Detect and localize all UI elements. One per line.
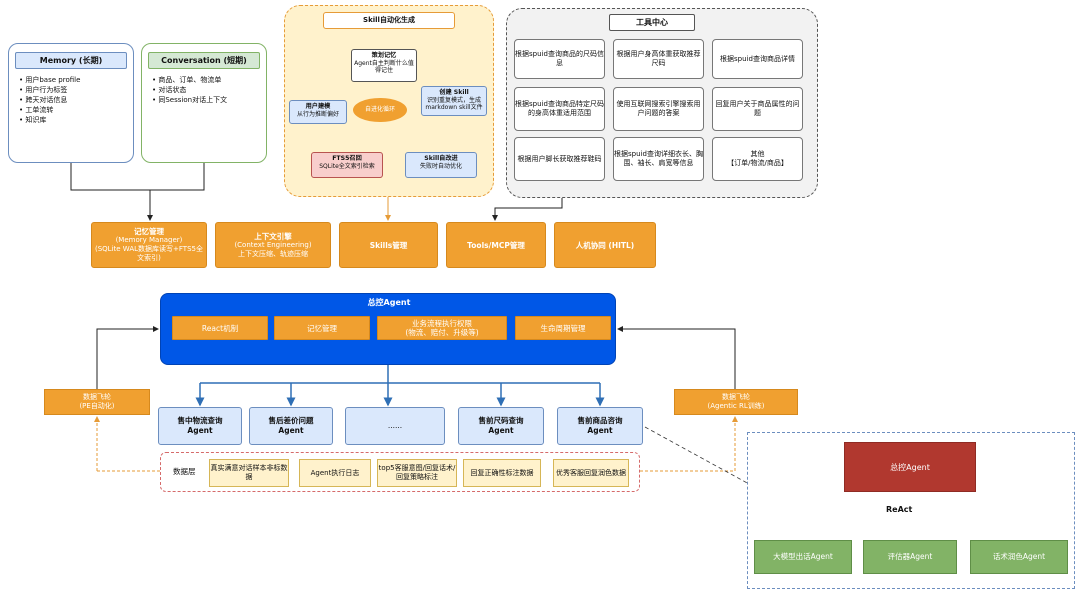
data-cell: 优秀客服回复润色数据 [553,459,629,487]
conversation-list: 商品、订单、物流单 对话状态 同Session对话上下文 [152,75,227,105]
tools-mcp-module: Tools/MCP管理 [446,222,546,268]
user-modeling-title: 用户建模 [305,103,331,110]
master-agent-panel: 总控Agent React机制 记忆管理 业务流程执行权限 (物流、赔付、升级等… [160,293,616,365]
list-item: 用户行为标签 [19,85,80,95]
master-capability: React机制 [172,316,268,340]
tool-cell: 根据spuid查询商品特定尺码的身高体重适用范围 [514,87,605,131]
tool-cell: 回复用户关于商品属性的问题 [712,87,803,131]
skills-management-module: Skills管理 [339,222,438,268]
skill-improve-desc: 失败时自动优化 [419,162,462,170]
tool-center-title: 工具中心 [609,14,695,31]
hitl-label: 人机协同 (HITL) [575,240,635,250]
data-cell: Agent执行日志 [299,459,371,487]
context-engine-module: 上下文引擎 (Context Engineering) 上下文压缩、轨迹压缩 [215,222,331,268]
react-master-agent: 总控Agent [844,442,976,492]
memory-title: Memory (长期) [15,52,127,69]
context-engine-desc: 上下文压缩、轨迹压缩 [238,249,308,258]
list-item: 用户base profile [19,75,80,85]
react-detail-panel: 总控Agent ReAct 大模型出话Agent 评估器Agent 话术润色Ag… [747,432,1075,589]
list-item: 知识库 [19,115,80,125]
conversation-short-term-panel: Conversation (短期) 商品、订单、物流单 对话状态 同Sessio… [141,43,267,163]
conversation-title: Conversation (短期) [148,52,260,69]
hitl-module: 人机协同 (HITL) [554,222,656,268]
tool-center-panel: 工具中心 根据spuid查询商品的尺码信息 根据用户身高体重获取推荐尺码 根据s… [506,8,818,198]
skill-improve-node: Skill自改进 失败时自动优化 [405,152,477,178]
memory-long-term-panel: Memory (长期) 用户base profile 用户行为标签 跨天对话信息… [8,43,134,163]
flywheel-pe-sub: (PE自动化) [79,402,115,410]
master-agent-title: 总控Agent [367,298,411,307]
tool-cell: 根据用户脚长获取推荐鞋码 [514,137,605,181]
fts5-recall-node: FTS5召回 SQLite全文索引检索 [311,152,383,178]
data-layer-panel: 数据层 真实满意对话样本非标数据 Agent执行日志 top5客服意图/回复话术… [160,452,640,492]
create-skill-title: 创建 Skill [439,89,469,96]
flywheel-pe-title: 数据飞轮 [83,393,111,401]
create-skill-desc: 识别重复模式，生成markdown skill文件 [425,96,483,112]
data-layer-label: 数据层 [173,467,196,476]
data-cell: 回复正确性标注数据 [463,459,541,487]
user-modeling-desc: 从行为推断偏好 [296,110,339,118]
plan-memory-title: 策划记忆 [371,52,397,59]
memory-manager-module: 记忆管理 (Memory Manager) (SQLite WAL数据库读写+F… [91,222,207,268]
tool-cell: 根据spuid查询商品的尺码信息 [514,39,605,79]
tool-cell: 根据spuid查询商品详情 [712,39,803,79]
react-label: ReAct [886,505,913,514]
master-capability: 记忆管理 [274,316,370,340]
fts5-desc: SQLite全文索引检索 [319,162,375,170]
user-modeling-node: 用户建模 从行为推断偏好 [289,100,347,124]
tools-mcp-label: Tools/MCP管理 [467,240,525,250]
memory-manager-title: 记忆管理 [134,227,164,236]
size-query-agent: 售前尺码查询 Agent [458,407,544,445]
context-engine-en: (Context Engineering) [234,240,312,249]
memory-manager-en: (Memory Manager) [115,236,183,244]
data-cell: 真实满意对话样本非标数据 [209,459,289,487]
master-capability: 业务流程执行权限 (物流、赔付、升级等) [377,316,507,340]
skill-gen-title: Skill自动化生成 [323,12,455,29]
memory-list: 用户base profile 用户行为标签 跨天对话信息 工单流转 知识库 [19,75,80,125]
fts5-title: FTS5召回 [332,155,362,162]
data-cell: top5客服意图/回复话术/回复策略标注 [377,459,457,487]
data-flywheel-pe: 数据飞轮 (PE自动化) [44,389,150,415]
skill-auto-generation-panel: Skill自动化生成 策划记忆 Agent自主判断什么值得记住 创建 Skill… [284,5,494,197]
flywheel-rl-sub: (Agentic RL训练) [707,402,765,410]
product-consult-agent: 售前商品咨询 Agent [557,407,643,445]
context-engine-title: 上下文引擎 [254,231,292,241]
list-item: 工单流转 [19,105,80,115]
plan-memory-node: 策划记忆 Agent自主判断什么值得记住 [351,49,417,82]
flywheel-rl-title: 数据飞轮 [722,393,750,401]
list-item: 对话状态 [152,85,227,95]
tool-cell: 其他 【订单/物流/商品】 [712,137,803,181]
plan-memory-desc: Agent自主判断什么值得记住 [354,59,414,75]
tool-cell: 使用互联网搜索引擎搜索用户问题的答案 [613,87,704,131]
polish-agent: 话术润色Agent [970,540,1068,574]
tool-cell: 根据spuid查询详细衣长、胸围、袖长、肩宽等信息 [613,137,704,181]
price-difference-agent: 售后差价问题 Agent [249,407,333,445]
data-flywheel-rl: 数据飞轮 (Agentic RL训练) [674,389,798,415]
memory-manager-desc: (SQLite WAL数据库读写+FTS5全文索引) [95,245,203,262]
logistics-query-agent: 售中物流查询 Agent [158,407,242,445]
self-evolution-loop: 自进化循环 [353,98,407,122]
master-capability: 生命周期管理 [515,316,611,340]
evaluator-agent: 评估器Agent [863,540,957,574]
create-skill-node: 创建 Skill 识别重复模式，生成markdown skill文件 [421,86,487,116]
llm-response-agent: 大模型出话Agent [754,540,852,574]
list-item: 跨天对话信息 [19,95,80,105]
more-agents-placeholder: ...... [345,407,445,445]
list-item: 商品、订单、物流单 [152,75,227,85]
list-item: 同Session对话上下文 [152,95,227,105]
skill-improve-title: Skill自改进 [424,155,458,162]
skills-management-label: Skills管理 [369,240,408,250]
tool-cell: 根据用户身高体重获取推荐尺码 [613,39,704,79]
